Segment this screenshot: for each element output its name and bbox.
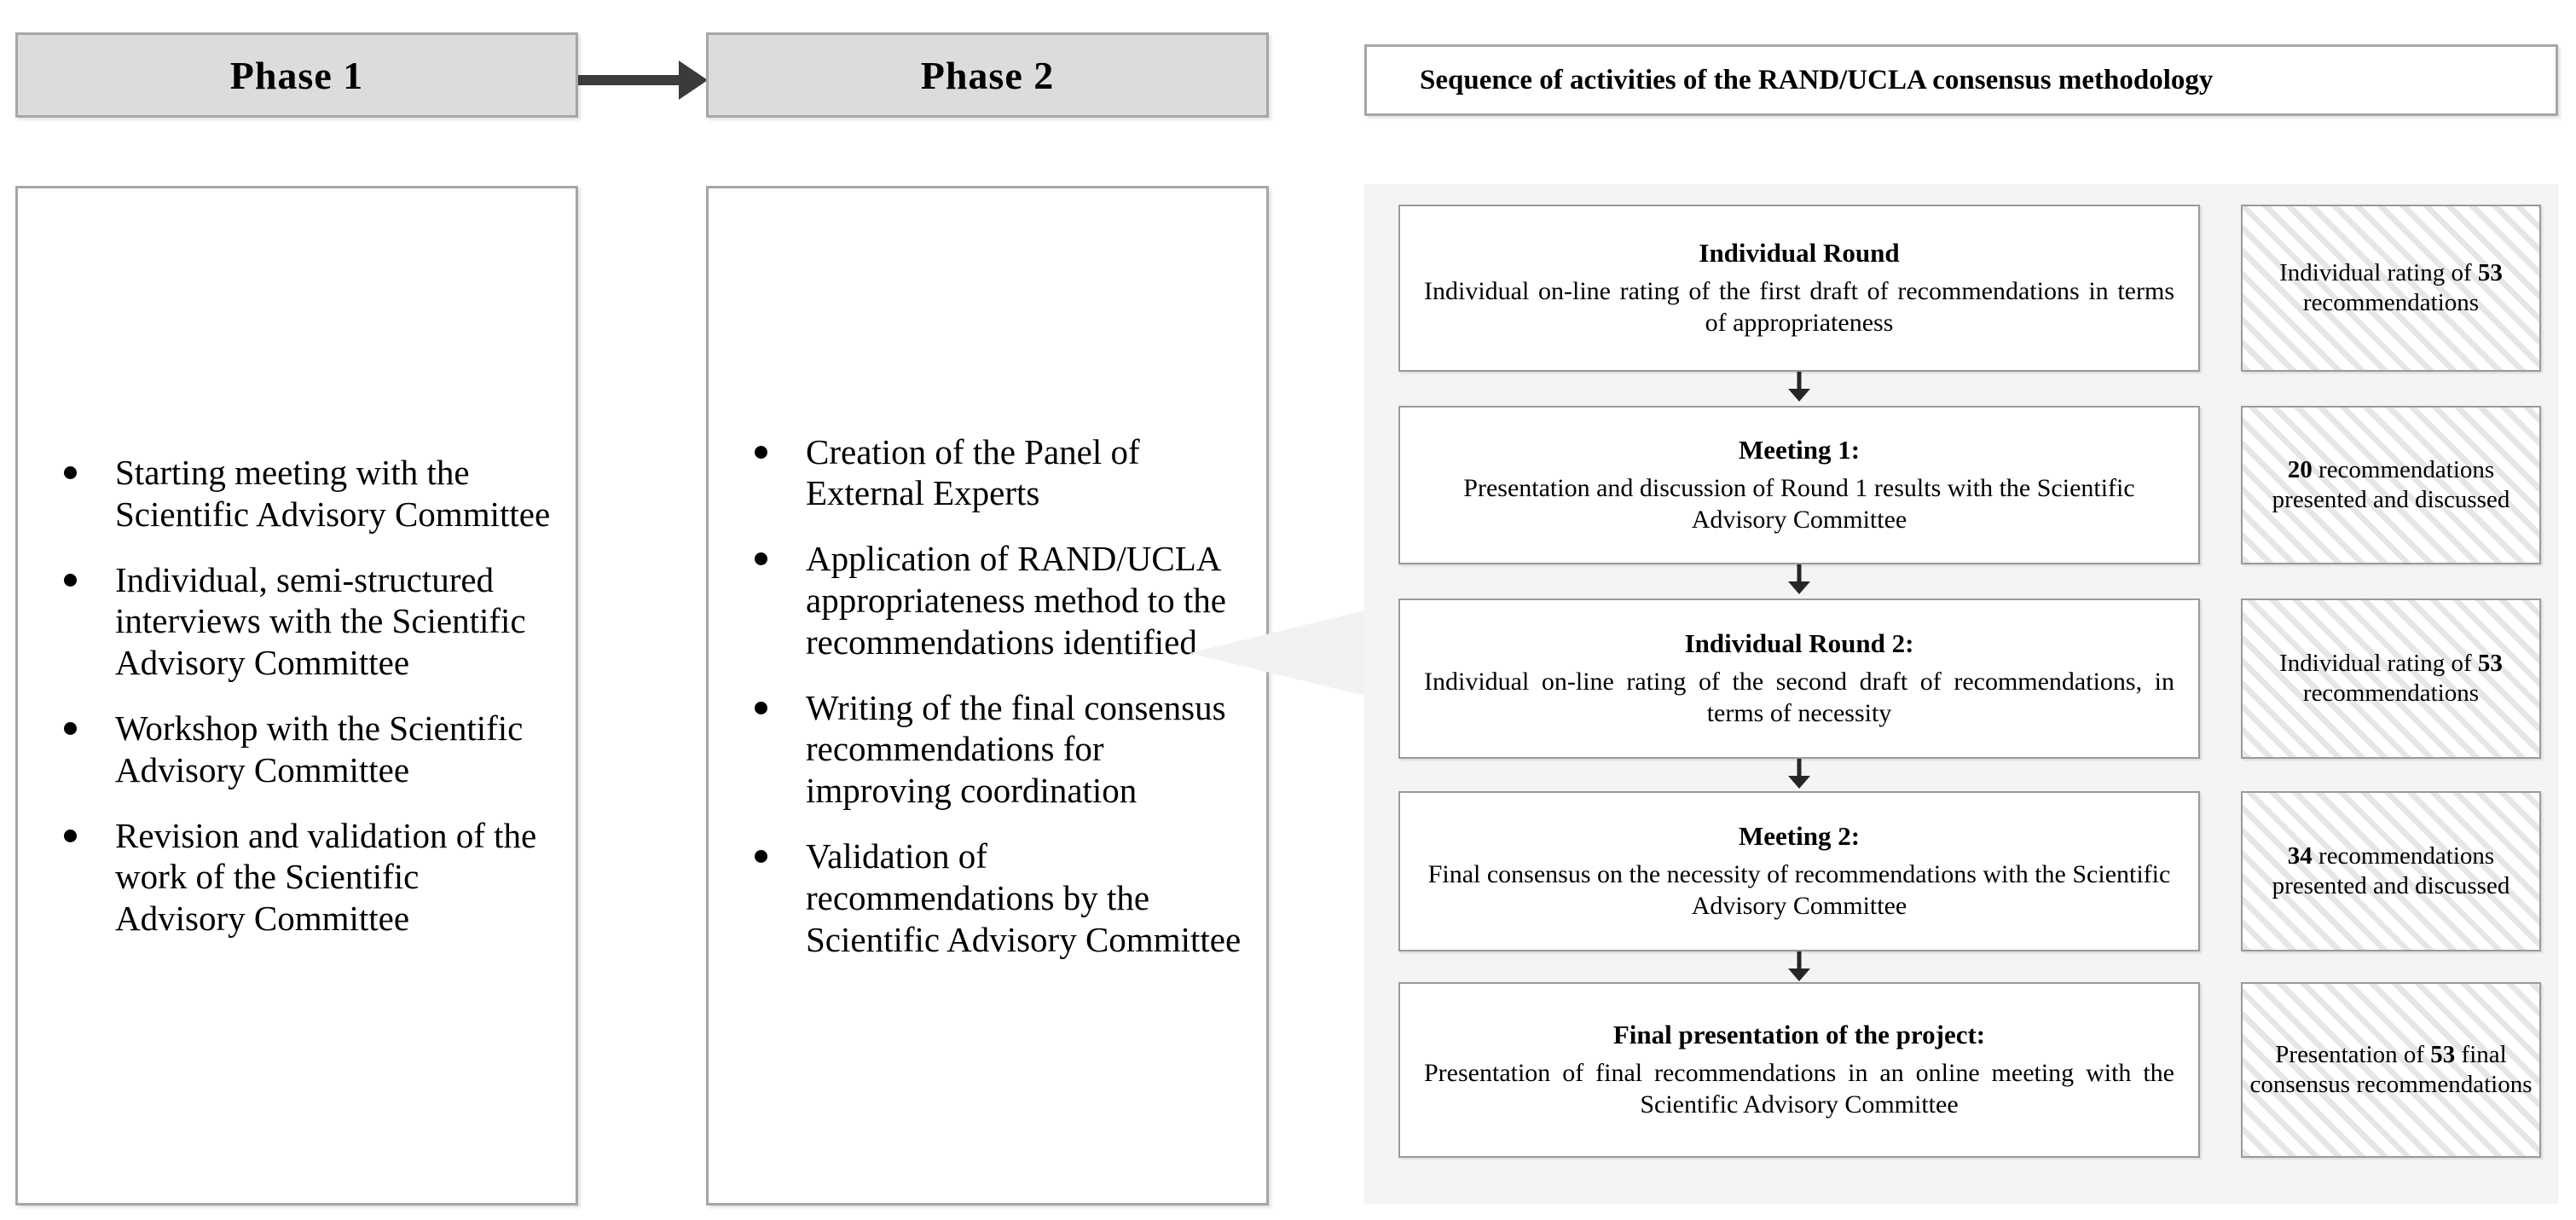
outcome-number: 34 — [2287, 841, 2313, 870]
outcome-box-1: Individual rating of 53 recommendations — [2241, 205, 2541, 372]
phase-1-bullet-text: Workshop with the Scientific Advisory Co… — [115, 708, 524, 789]
phase-1-bullet-text: Starting meeting with the Scientific Adv… — [115, 453, 551, 534]
bullet-dot-icon — [755, 552, 767, 566]
phase-2-header-box: Phase 2 — [706, 32, 1269, 118]
outcome-text: 34 recommendations presented and discuss… — [2243, 841, 2539, 902]
phase-1-header-label: Phase 1 — [229, 53, 364, 97]
outcome-suffix: recommendations presented and discussed — [2272, 841, 2510, 899]
list-item: Creation of the Panel of External Expert… — [748, 431, 1244, 515]
flow-step-title: Meeting 1: — [1738, 435, 1861, 465]
phase-2-bullet-text: Application of RAND/UCLA appropriateness… — [806, 539, 1227, 662]
panel-title-box: Sequence of activities of the RAND/UCLA … — [1364, 44, 2558, 116]
phase-1-body-box: Starting meeting with the Scientific Adv… — [15, 186, 578, 1206]
flow-step-description: Final consensus on the necessity of reco… — [1427, 859, 2171, 921]
bullet-dot-icon — [755, 445, 767, 459]
list-item: Individual, semi-structured interviews w… — [57, 559, 553, 684]
phase-1-header-box: Phase 1 — [15, 32, 578, 118]
list-item: Application of RAND/UCLA appropriateness… — [748, 538, 1244, 662]
outcome-prefix: Presentation of — [2275, 1040, 2431, 1068]
flow-step-description: Presentation of final recommendations in… — [1424, 1058, 2174, 1119]
bullet-dot-icon — [64, 466, 77, 480]
arrow-shaft — [1797, 564, 1802, 585]
bullet-dot-icon — [755, 701, 767, 714]
list-item: Revision and validation of the work of t… — [57, 815, 553, 940]
outcome-box-5: Presentation of 53 final consensus recom… — [2241, 982, 2541, 1158]
flow-step-title: Final presentation of the project: — [1612, 1020, 1986, 1050]
outcome-number: 53 — [2430, 1040, 2456, 1068]
list-item: Writing of the final consensus recommend… — [748, 687, 1244, 812]
outcome-text: 20 recommendations presented and discuss… — [2243, 455, 2539, 516]
outcome-prefix: Individual rating of — [2279, 258, 2478, 286]
bullet-dot-icon — [64, 829, 77, 842]
phase-2-bullet-text: Writing of the final consensus recommend… — [806, 687, 1226, 811]
flow-step-box-3: Individual Round 2: Individual on-line r… — [1398, 598, 2200, 759]
outcome-suffix: recommendations presented and discussed — [2272, 455, 2510, 513]
flow-step-box-5: Final presentation of the project: Prese… — [1398, 982, 2200, 1158]
arrow-head-icon — [1788, 968, 1810, 981]
flow-step-description: Presentation and discussion of Round 1 r… — [1463, 473, 2135, 535]
arrow-head-icon — [1788, 776, 1810, 789]
page-title: Sequence of activities of the RAND/UCLA … — [1420, 64, 2214, 95]
flow-step-title: Individual Round 2: — [1684, 628, 1914, 659]
phase-2-body-box: Creation of the Panel of External Expert… — [706, 186, 1269, 1206]
flow-step-description: Individual on-line rating of the second … — [1424, 667, 2174, 728]
outcome-box-2: 20 recommendations presented and discuss… — [2241, 406, 2541, 564]
flow-step-title: Meeting 2: — [1738, 821, 1861, 852]
panel-to-phase-2-arrow-icon — [1190, 605, 1386, 701]
outcome-suffix: recommendations — [2302, 289, 2480, 316]
list-item: Workshop with the Scientific Advisory Co… — [57, 708, 553, 791]
outcome-text: Individual rating of 53 recommendations — [2243, 649, 2539, 709]
outcome-number: 53 — [2477, 649, 2503, 677]
outcome-number: 53 — [2477, 258, 2503, 286]
phase-1-bullet-text: Individual, semi-structured interviews w… — [115, 559, 526, 683]
outcome-text: Individual rating of 53 recommendations — [2243, 258, 2539, 319]
phase-2-bullet-text: Validation of recommendations by the Sci… — [806, 835, 1242, 959]
arrow-head-icon — [679, 61, 708, 100]
arrow-shaft — [578, 75, 682, 85]
outcome-box-4: 34 recommendations presented and discuss… — [2241, 791, 2541, 951]
arrow-shaft — [1797, 759, 1802, 779]
bullet-dot-icon — [64, 722, 77, 735]
arrow-head-icon — [1788, 389, 1810, 402]
arrow-head-icon — [1788, 581, 1810, 594]
arrow-shaft — [1797, 372, 1802, 392]
outcome-suffix: final consensus recommendations — [2249, 1040, 2533, 1098]
flow-step-title: Individual Round — [1699, 238, 1900, 269]
outcome-box-3: Individual rating of 53 recommendations — [2241, 598, 2541, 759]
flow-step-box-4: Meeting 2: Final consensus on the necess… — [1398, 791, 2200, 951]
phase-2-bullet-list: Creation of the Panel of External Expert… — [709, 431, 1266, 961]
bullet-dot-icon — [64, 573, 77, 587]
phase-1-bullet-list: Starting meeting with the Scientific Adv… — [18, 452, 576, 940]
arrow-shaft — [1797, 951, 1802, 972]
list-item: Validation of recommendations by the Sci… — [748, 835, 1244, 960]
phase-2-header-label: Phase 2 — [920, 53, 1055, 97]
phase-2-bullet-text: Creation of the Panel of External Expert… — [806, 431, 1140, 513]
flow-step-box-1: Individual Round Individual on-line rati… — [1398, 205, 2200, 372]
flow-step-description: Individual on-line rating of the first d… — [1424, 276, 2174, 338]
bullet-dot-icon — [755, 849, 767, 863]
list-item: Starting meeting with the Scientific Adv… — [57, 452, 553, 535]
outcome-number: 20 — [2287, 455, 2313, 483]
outcome-text: Presentation of 53 final consensus recom… — [2243, 1040, 2539, 1101]
outcome-prefix: Individual rating of — [2279, 649, 2478, 677]
outcome-suffix: recommendations — [2302, 679, 2480, 707]
flow-step-box-2: Meeting 1: Presentation and discussion o… — [1398, 406, 2200, 564]
phase-1-bullet-text: Revision and validation of the work of t… — [115, 815, 537, 939]
